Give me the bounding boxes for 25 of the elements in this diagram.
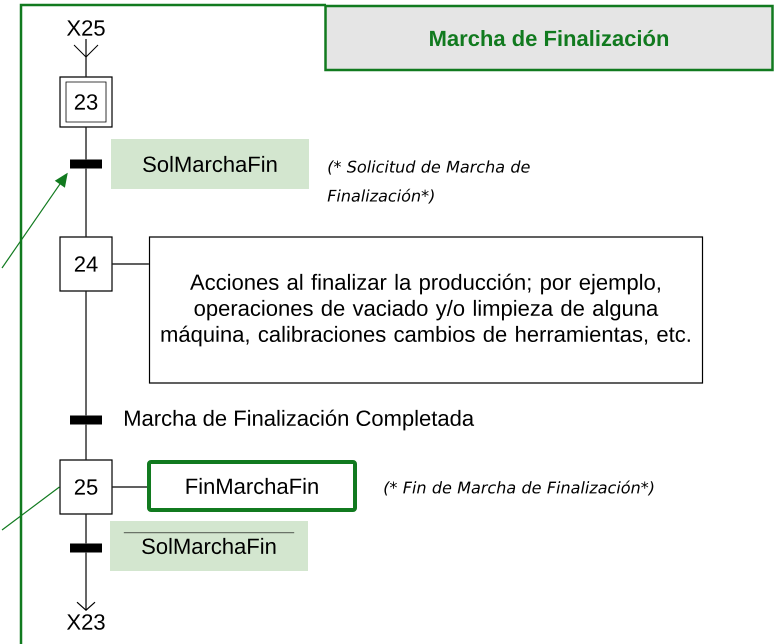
link-line <box>85 292 87 416</box>
link-line <box>85 514 87 544</box>
link-line <box>85 424 87 460</box>
title-banner: Marcha de Finalización <box>324 4 774 72</box>
receptivity-label: SolMarchaFin <box>111 139 309 189</box>
link-line <box>85 168 87 236</box>
comment-text: (* Solicitud de Marcha de Finalización*) <box>328 160 530 204</box>
link-line <box>112 263 149 265</box>
transition-condition: Marcha de Finalización Completada <box>125 410 474 430</box>
step-link-label: X25 <box>66 20 105 36</box>
transition-bar <box>70 544 102 552</box>
initial-step-box: 23 <box>59 76 113 128</box>
step-box: 25 <box>59 459 113 515</box>
action-box: Acciones al finalizar la producción; por ejemplo, operaciones de vaciado y/o limpieza de alguna máquina, calibraciones cambios de herramientas, etc. <box>148 236 704 384</box>
transition-bar <box>70 160 102 168</box>
comment-text: (* Fin de Marcha de Finalización*) <box>384 480 654 496</box>
link-line <box>85 128 87 160</box>
action-box: FinMarchaFin <box>147 460 357 512</box>
step-link-label: X23 <box>66 614 105 630</box>
receptivity-label: SolMarchaFin <box>110 521 308 571</box>
link-line <box>112 486 147 488</box>
transition-bar <box>70 416 102 424</box>
link-line <box>76 552 96 611</box>
step-box: 24 <box>59 236 113 292</box>
link-line <box>85 38 87 76</box>
